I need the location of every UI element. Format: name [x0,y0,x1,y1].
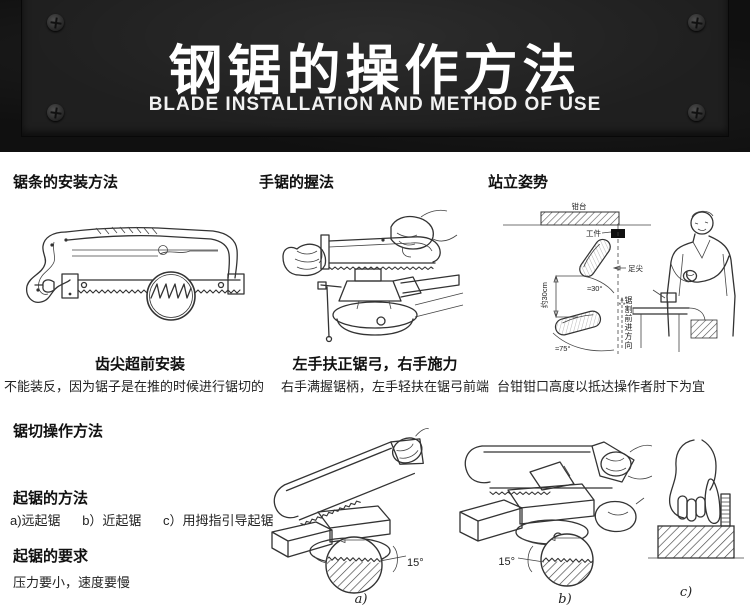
method-item-b: b）近起锯 [82,513,142,528]
thumb-guide-figure: c) [648,439,744,600]
distance-label: 约30cm [539,282,549,308]
phillips-screw-icon [47,104,64,121]
grip-note: 右手满握锯柄，左手轻扶在锯弓前端 [281,379,490,394]
standing-posture-figure: 钳台 工件 足尖 ≈30° 约30cm ≈75° [503,201,736,354]
header-banner: 钢锯的操作方法 BLADE INSTALLATION AND METHOD OF… [0,0,750,152]
start-method-items: a)远起锯 b）近起锯 c）用拇指引导起锯 [10,510,292,529]
operation-section-title: 锯切操作方法 [13,423,104,440]
start-cut-near-figure: 15° b) [459,441,652,607]
phillips-screw-icon [688,14,705,31]
rear-angle-label: ≈75° [555,344,570,353]
saw-grip-figure [282,209,464,343]
method-item-c: c）用拇指引导起锯 [163,513,274,528]
grip-caption: 左手扶正锯弓，右手施力 [292,356,458,373]
start-requirement-title: 起锯的要求 [13,548,89,565]
front-angle-label: ≈30° [587,284,602,293]
method-item-a: a)远起锯 [10,513,61,528]
angle-a-label: 15° [407,557,424,569]
start-requirement-note: 压力要小，速度要慢 [13,575,131,590]
install-note: 不能装反，因为锯子是在推的时候进行锯切的 [4,379,265,394]
section-title-stance: 站立姿势 [488,174,549,191]
page-subtitle: BLADE INSTALLATION AND METHOD OF USE [148,94,602,115]
section-title-install: 锯条的安装方法 [13,174,119,191]
install-caption: 齿尖超前安装 [94,356,185,373]
section-title-grip: 手锯的握法 [259,174,335,191]
figure-a-label: a) [355,592,368,607]
saw-direction-label: 锯割前进方向 [624,296,633,350]
workpiece-label: 工件 [586,228,601,238]
hacksaw-blade-installation-figure [26,226,245,321]
stance-note: 台钳钳口高度以抵达操作者肘下为宜 [497,379,706,394]
start-method-title: 起锯的方法 [13,490,89,507]
foot-tip-label: 足尖 [628,263,643,273]
figure-c-label: c) [680,585,692,600]
bench-label: 钳台 [572,201,587,211]
phillips-screw-icon [47,14,64,31]
phillips-screw-icon [688,104,705,121]
header-plate [22,0,728,136]
start-cut-far-figure: 15° a) [271,428,429,607]
figure-b-label: b) [558,592,571,607]
page-title: 钢锯的操作方法 [168,41,582,101]
angle-b-label: 15° [498,556,515,568]
